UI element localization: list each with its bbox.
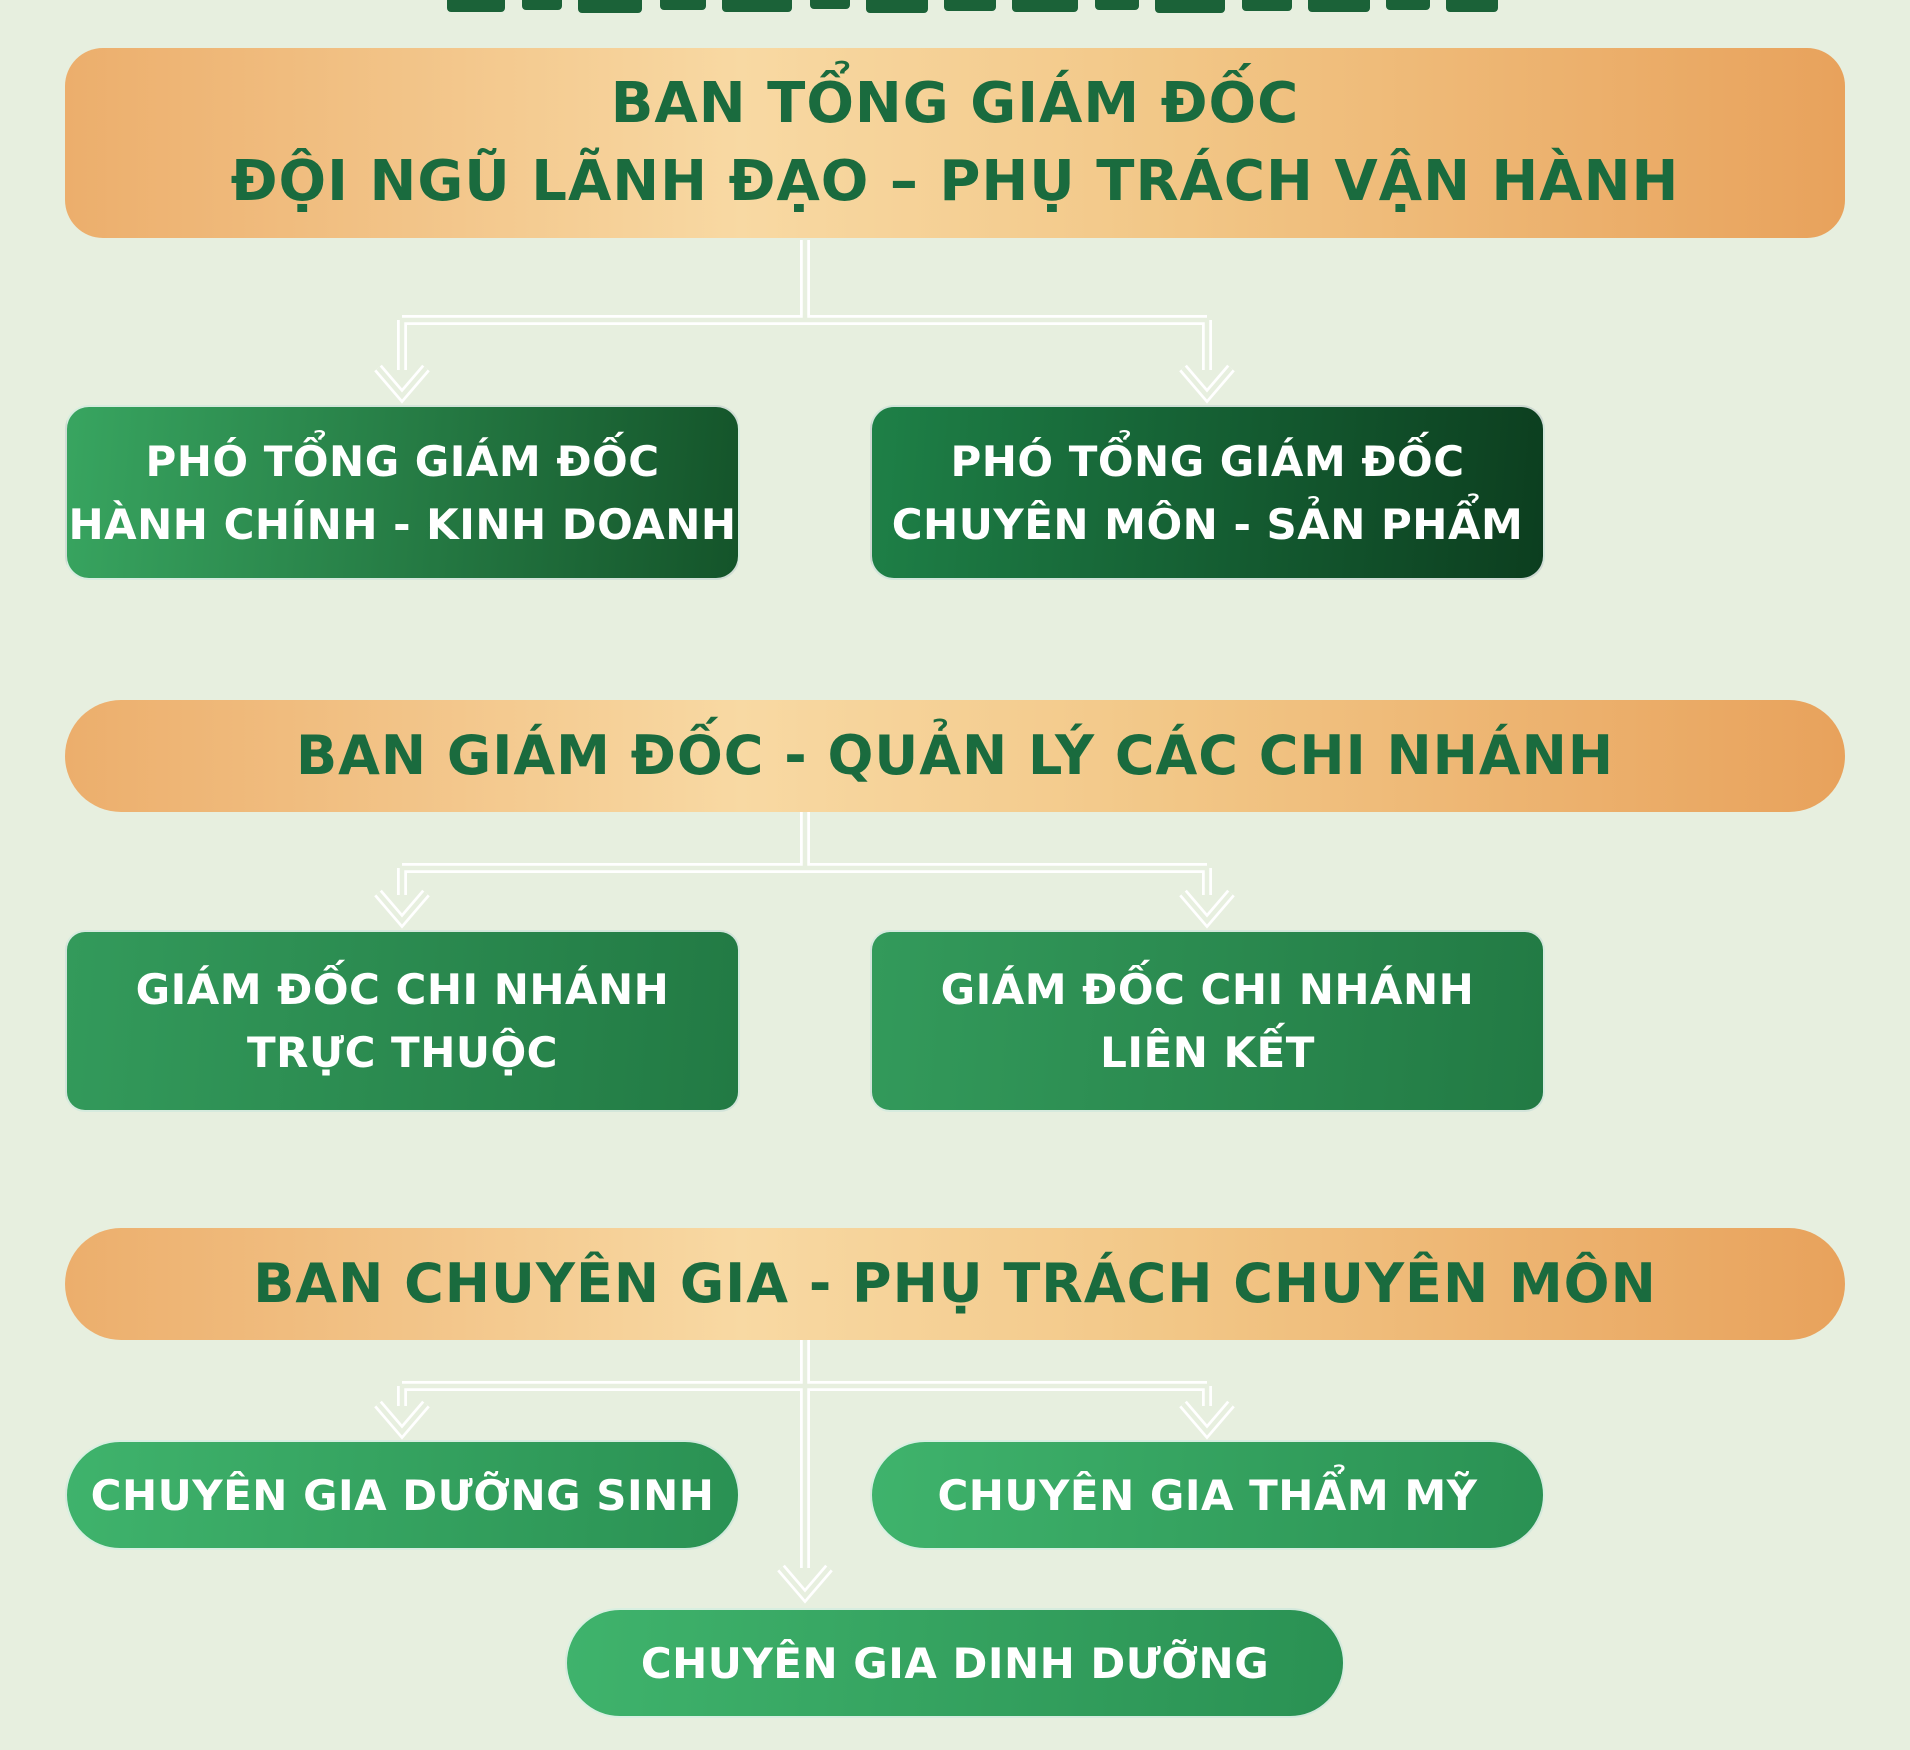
box-expert-aesthetics: CHUYÊN GIA THẨM MỸ [870,1440,1545,1550]
box-title-line: PHÓ TỔNG GIÁM ĐỐC [950,436,1465,486]
box-title-line: TRỰC THUỘC [247,1028,558,1077]
text-fragment [1155,0,1225,13]
text-fragment [1386,0,1430,10]
text-fragment [578,0,642,13]
banner-title-line: BAN TỔNG GIÁM ĐỐC [610,70,1300,136]
banner-title-line: BAN GIÁM ĐỐC - QUẢN LÝ CÁC CHI NHÁNH [295,724,1615,788]
box-title-line: HÀNH CHÍNH - KINH DOANH [68,499,737,549]
box-branch-director-direct: GIÁM ĐỐC CHI NHÁNH TRỰC THUỘC [65,930,740,1112]
banner-expert-board: BAN CHUYÊN GIA - PHỤ TRÁCH CHUYÊN MÔN [65,1228,1845,1340]
text-fragment [1308,0,1370,12]
banner-title-line: BAN CHUYÊN GIA - PHỤ TRÁCH CHUYÊN MÔN [253,1252,1657,1316]
box-title-line: CHUYÊN MÔN - SẢN PHẨM [891,499,1524,549]
text-fragment [522,0,562,10]
text-fragment [810,0,850,9]
box-title-line: CHUYÊN GIA THẨM MỸ [937,1470,1478,1520]
box-title-line: CHUYÊN GIA DƯỠNG SINH [90,1470,715,1520]
connector-level2 [374,812,1235,929]
box-title-line: GIÁM ĐỐC CHI NHÁNH [135,965,670,1014]
text-fragment [944,0,996,11]
text-fragment [722,0,792,12]
text-fragment [447,0,505,12]
banner-branch-directors: BAN GIÁM ĐỐC - QUẢN LÝ CÁC CHI NHÁNH [65,700,1845,812]
text-fragment [1012,0,1078,12]
box-title-line: PHÓ TỔNG GIÁM ĐỐC [145,436,660,486]
text-fragment [1095,0,1139,10]
text-fragment [866,0,928,13]
banner-title-line: ĐỘI NGŨ LÃNH ĐẠO – PHỤ TRÁCH VẬN HÀNH [230,149,1680,214]
box-title-line: GIÁM ĐỐC CHI NHÁNH [940,965,1475,1014]
box-deputy-ceo-admin-business: PHÓ TỔNG GIÁM ĐỐC HÀNH CHÍNH - KINH DOAN… [65,405,740,580]
arrow-down-icon [374,364,1235,404]
box-deputy-ceo-professional-product: PHÓ TỔNG GIÁM ĐỐC CHUYÊN MÔN - SẢN PHẨM [870,405,1545,580]
banner-executive-board: BAN TỔNG GIÁM ĐỐC ĐỘI NGŨ LÃNH ĐẠO – PHỤ… [65,48,1845,238]
arrow-down-icon [374,889,1235,929]
text-fragment [1242,0,1292,11]
box-title-line: CHUYÊN GIA DINH DƯỠNG [640,1638,1270,1688]
box-branch-director-affiliate: GIÁM ĐỐC CHI NHÁNH LIÊN KẾT [870,930,1545,1112]
box-title-line: LIÊN KẾT [1100,1028,1315,1077]
text-fragment [1446,0,1498,12]
box-expert-nutrition: CHUYÊN GIA DINH DƯỠNG [565,1608,1345,1718]
connector-level1 [374,240,1235,404]
text-fragment [660,0,706,10]
box-expert-wellness: CHUYÊN GIA DƯỠNG SINH [65,1440,740,1550]
